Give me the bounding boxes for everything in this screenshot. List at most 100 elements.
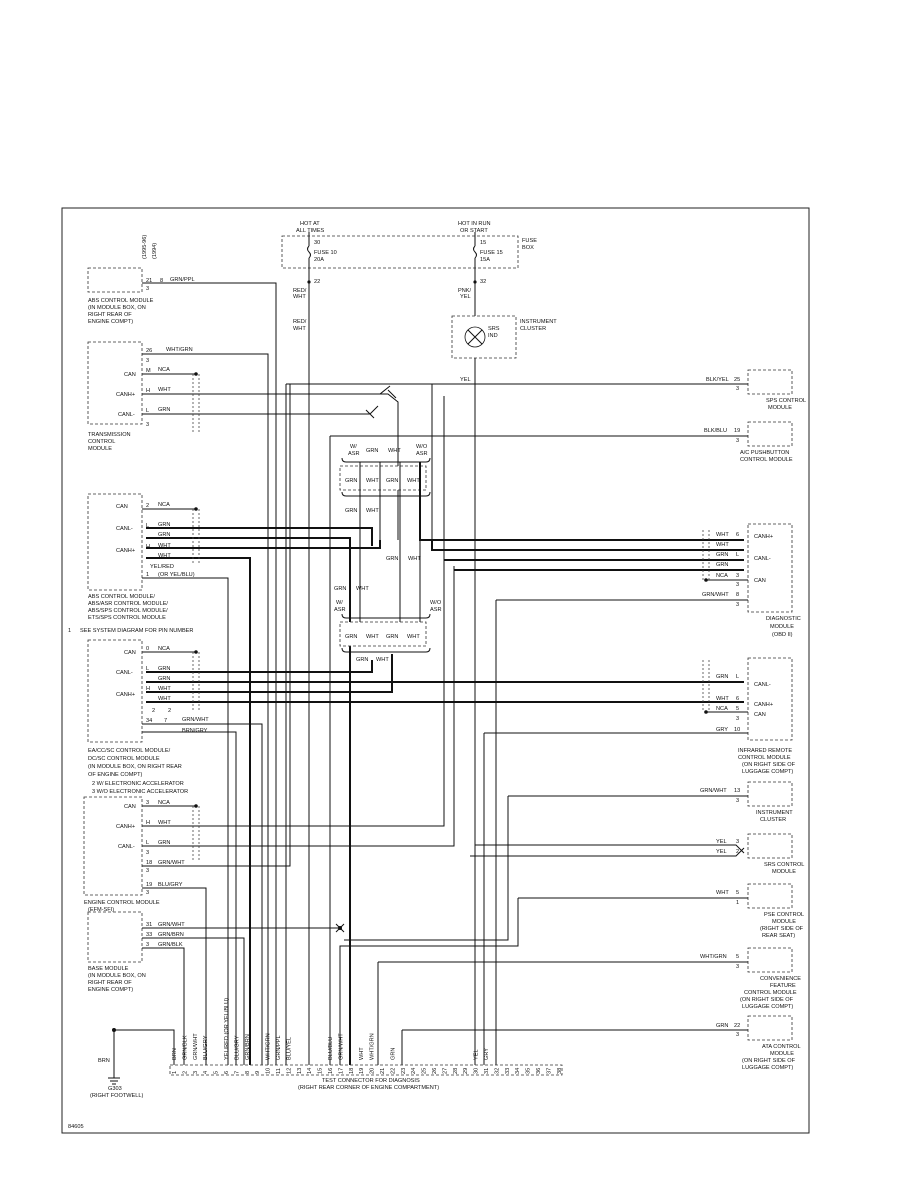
- abs-pin-21: 21: [146, 278, 152, 284]
- absasr-note-text: SEE SYSTEM DIAGRAM FOR PIN NUMBER: [80, 628, 193, 634]
- test-connector-wire-label: BLU/GRY: [203, 1035, 209, 1060]
- abs-label-3: RIGHT REAR OF: [88, 312, 132, 318]
- absasr-wire-grn1: GRN: [158, 522, 170, 528]
- mid-wht: WHT: [408, 556, 421, 562]
- pse-label-3: (RIGHT SIDE OF: [760, 926, 804, 932]
- test-connector-pin-number: 31: [484, 1068, 490, 1074]
- test-connector-pin-number: 8: [245, 1071, 251, 1074]
- test-connector-pin-number: 1: [172, 1071, 178, 1074]
- ea-note-1: 2 W/ ELECTRONIC ACCELERATOR: [92, 781, 184, 787]
- ac-label-1: A/C PUSHBUTTON: [740, 450, 789, 456]
- diag-canl: CANL-: [754, 556, 771, 562]
- ea-wht1-wire: [146, 654, 393, 693]
- cluster-label-1: INSTRUMENT: [520, 319, 557, 325]
- absasr-wht1-wire: [146, 540, 381, 549]
- ir-wire-grn: GRN: [716, 674, 728, 680]
- ir-pin-10: 10: [734, 727, 740, 733]
- fuse10-label: FUSE 10: [314, 250, 337, 256]
- wire-redwht-3: RED/: [293, 319, 307, 325]
- ir-gry-wire: [483, 732, 748, 1065]
- fuse-box-label2: BOX: [522, 245, 534, 251]
- test-connector-pin-number: 23: [401, 1068, 407, 1074]
- upper-wire-grn1: GRN: [345, 478, 357, 484]
- lower-bottom-wht: WHT: [376, 657, 389, 663]
- center-verticals: [329, 436, 421, 640]
- test-connector-pin-number: 37: [546, 1068, 552, 1074]
- ecm-pin-l: L: [146, 840, 149, 846]
- ir-canh: CANH+: [754, 702, 773, 708]
- test-connector-pin-number: 25: [422, 1068, 428, 1074]
- absasr-canl: CANL-: [116, 526, 133, 532]
- base-label-3: RIGHT REAR OF: [88, 980, 132, 986]
- ea-wire-nca: NCA: [158, 646, 170, 652]
- test-connector-wire-label: GRN/BLK: [182, 1035, 188, 1060]
- wire-pnkyel-1: PNK/: [458, 288, 472, 294]
- ir-pin-l: L: [736, 674, 739, 680]
- abs-module-box: [87, 267, 143, 293]
- abs-label-4: ENGINE COMPT): [88, 319, 133, 325]
- diag-pin-8: 8: [736, 592, 739, 598]
- ecm-blugry-wire: [142, 887, 207, 1065]
- cluster2-pin-13: 13: [734, 788, 740, 794]
- cluster-label-2: CLUSTER: [520, 326, 546, 332]
- sps-pin-25: 25: [734, 377, 740, 383]
- tcm-pin-l: L: [146, 408, 149, 414]
- pin32-label: 32: [480, 279, 486, 285]
- tcm-pin-26: 26: [146, 348, 152, 354]
- base-pin-3: 3: [146, 942, 149, 948]
- abs-pin-8: 8: [160, 278, 163, 284]
- abs-control-module: (1995-96) (1994) 21 8 3 GRN/PPL ABS CONT…: [87, 235, 277, 1065]
- conv-pin-3: 3: [736, 964, 739, 970]
- srs-wire-2: YEL: [716, 849, 727, 855]
- diag-label-1: DIAGNOSTIC: [766, 616, 801, 622]
- absasr-shield: [192, 509, 200, 565]
- test-connector-wire-label: GRN/WHT: [193, 1033, 199, 1060]
- ea-brngry-wire: [142, 731, 237, 1065]
- lower-wire-wht2: WHT: [407, 634, 420, 640]
- cluster2-label-2: CLUSTER: [760, 817, 786, 823]
- cluster2-label-1: INSTRUMENT: [756, 810, 793, 816]
- lower-wht-label: WHT: [356, 586, 369, 592]
- absasr-canh: CANH+: [116, 548, 135, 554]
- hot-always-line1: HOT AT: [300, 221, 320, 227]
- absasr-wire-wht2: WHT: [158, 553, 171, 559]
- ac-pin-19: 19: [734, 428, 740, 434]
- ata-wire-line: [401, 1029, 748, 1065]
- absasr-pin-l: L: [146, 523, 149, 529]
- fuse10-rating: 20A: [314, 257, 324, 263]
- upper-wire-grn2: GRN: [386, 478, 398, 484]
- sps-control-module: BLK/YEL 25 3 SPS CONTROL MODULE: [285, 369, 806, 1065]
- ea-wire-grn2: GRN: [158, 676, 170, 682]
- abs-year-2: (1994): [152, 243, 158, 259]
- abs-grnppl-wire: [142, 282, 277, 1065]
- test-connector-label-1: TEST CONNECTOR FOR DIAGNOSIS: [322, 1078, 420, 1084]
- diagram-frame: [61, 207, 810, 1134]
- diag-label-2: MODULE: [770, 624, 794, 630]
- test-connector-wire-label: WHT/GRN: [266, 1033, 272, 1060]
- base-wire-grnwht: GRN/WHT: [158, 922, 185, 928]
- ir-canl: CANL-: [754, 682, 771, 688]
- ir-box: [747, 657, 793, 741]
- upper-top-wht: WHT: [388, 448, 401, 454]
- test-connector-wire-label: WHT/GRN: [370, 1033, 376, 1060]
- ea-label-3: (IN MODULE BOX, ON RIGHT REAR: [88, 764, 182, 770]
- ea-wire-wht1: WHT: [158, 686, 171, 692]
- tcm-pin-3b: 3: [146, 422, 149, 428]
- tcm-pin-h: H: [146, 388, 150, 394]
- ea-mark-2b: 2: [168, 708, 171, 714]
- base-module: 31 GRN/WHT 33 GRN/BRN 3 GRN/BLK BASE MOD…: [87, 911, 338, 1065]
- ground-g303: BRN G303 (RIGHT FOOTWELL): [90, 1028, 175, 1099]
- sps-box: [747, 369, 793, 395]
- cluster2-wire-line: [344, 795, 748, 941]
- conv-label-3: CONTROL MODULE: [744, 990, 797, 996]
- test-connector-wire-label: GRN: [390, 1048, 396, 1060]
- pin22-label: 22: [314, 279, 320, 285]
- absasr-label-1: ABS CONTROL MODULE/: [88, 594, 155, 600]
- lower-option-connector: [339, 621, 427, 647]
- ground-id: G303: [108, 1086, 122, 1092]
- test-connector-pin-number: 7: [234, 1071, 240, 1074]
- test-connector-pin-number: 33: [505, 1068, 511, 1074]
- diag-canh: CANH+: [754, 534, 773, 540]
- sps-label-1: SPS CONTROL: [766, 398, 806, 404]
- srs-wire-1: YEL: [716, 839, 727, 845]
